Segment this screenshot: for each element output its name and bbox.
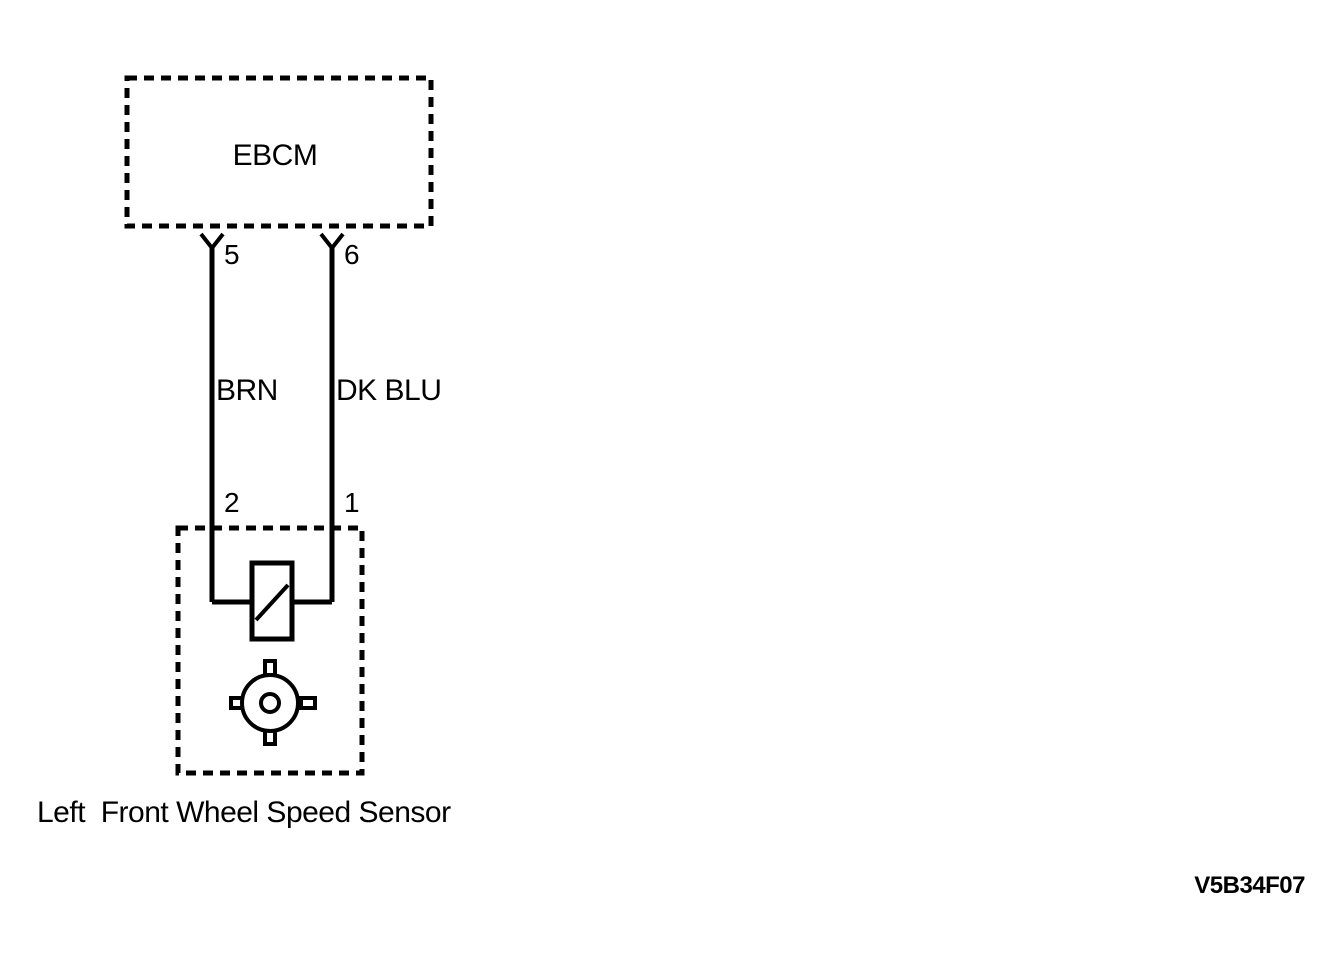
coil-icon bbox=[249, 560, 295, 642]
terminal-5-icon bbox=[199, 232, 225, 252]
terminal-6-icon bbox=[319, 232, 345, 252]
sensor-label: Left Front Wheel Speed Sensor bbox=[37, 796, 451, 829]
pin-1-label: 1 bbox=[344, 487, 359, 518]
wire-dkblu-label: DK BLU bbox=[336, 374, 441, 407]
sensor-box bbox=[175, 525, 365, 776]
pin-5-label: 5 bbox=[224, 239, 239, 270]
pin-6-label: 6 bbox=[344, 239, 359, 270]
figure-code: V5B34F07 bbox=[1194, 872, 1305, 899]
tone-wheel-icon bbox=[229, 659, 317, 746]
ebcm-label: EBCM bbox=[233, 139, 318, 172]
ebcm-box bbox=[124, 75, 434, 229]
pin-2-label: 2 bbox=[224, 487, 239, 518]
wire-brn-label: BRN bbox=[216, 374, 278, 407]
